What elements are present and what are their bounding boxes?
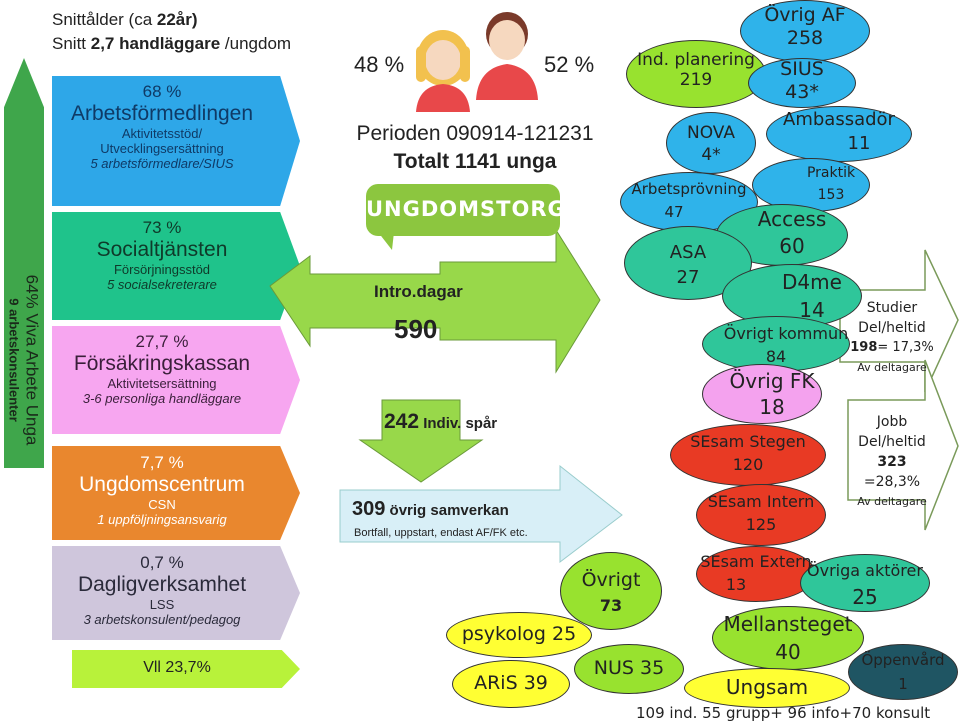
- agency-name: Arbetsförmedlingen: [70, 102, 254, 125]
- agency-desc: Försörjningsstöd: [113, 262, 211, 277]
- ungdomstorget-logo: [366, 184, 560, 236]
- agency-forsakringskassan: [52, 326, 300, 434]
- boy-icon: [476, 12, 538, 100]
- logo-speech-tail: [378, 232, 394, 250]
- vll-label: Vll 23,7%: [143, 659, 211, 676]
- indiv-text: 242 Indiv. spår: [384, 410, 498, 433]
- outcome-studier: Studier Del/heltid 198= 17,3% Av deltaga…: [850, 300, 934, 374]
- bubble-mellansteget: [712, 606, 864, 670]
- bubble-ambassador: [766, 106, 912, 162]
- bubble-nus: [574, 644, 684, 694]
- agency-desc: LSS: [149, 597, 175, 612]
- footer-text: 109 ind. 55 grupp+ 96 info+70 konsult: [636, 704, 931, 722]
- girl-icon: [416, 30, 470, 112]
- agency-name: Försäkringskassan: [73, 352, 251, 375]
- agency-desc: Aktivitetsstöd/: [121, 126, 203, 141]
- agency-desc: Aktivitetsersättning: [107, 376, 217, 391]
- bubble-ovriga-aktorer: [800, 554, 930, 612]
- period-text: Perioden 090914-121231: [356, 122, 594, 145]
- bubble-ungsam: [684, 668, 850, 708]
- agency-staff: 1 uppföljningsansvarig: [97, 512, 227, 527]
- header-line-1: Snittålder (ca 22år): [52, 10, 198, 29]
- agency-percent: 27,7 %: [135, 332, 189, 351]
- studier-arrow: [839, 249, 959, 393]
- outcome-jobb: Jobb Del/heltid 323 =28,3% Av deltagare: [857, 414, 927, 508]
- male-percent: 52 %: [544, 52, 595, 77]
- agency-desc: Utvecklingsersättning: [100, 141, 224, 156]
- bubble-psykolog: [446, 612, 592, 658]
- jobb-arrow: [847, 359, 959, 531]
- agency-ungdomscentrum: [52, 446, 300, 540]
- agency-percent: 68 %: [142, 82, 182, 101]
- agency-staff: 3-6 personliga handläggare: [82, 391, 242, 406]
- bubble-ovrigt-kommun: [702, 316, 850, 372]
- agency-socialtjansten: [52, 212, 300, 320]
- bubble-ovrigt: [560, 552, 662, 630]
- bubble-oppenvard: [848, 644, 958, 700]
- bubble-sius: [748, 58, 856, 108]
- samverkan-arrow: [339, 464, 623, 564]
- samverkan-text: 309 övrig samverkan: [352, 498, 509, 520]
- bubble-sesam-intern: [696, 484, 826, 546]
- intro-label: Intro.dagar: [374, 282, 463, 301]
- agency-arbetsformedlingen: [52, 76, 300, 206]
- agency-name: Socialtjänsten: [96, 238, 228, 261]
- bubble-sesam-extern: [696, 546, 816, 602]
- bubble-ovrig-fk: [702, 364, 822, 424]
- main-flow-arrow: [269, 228, 601, 374]
- down-flow-arrow: [358, 399, 484, 483]
- agency-desc: CSN: [148, 497, 176, 512]
- female-percent: 48 %: [354, 52, 405, 77]
- bubble-praktik: [752, 158, 870, 212]
- agency-dagligverksamhet: [52, 546, 300, 640]
- vll-box: [72, 650, 300, 688]
- agency-percent: 0,7 %: [140, 553, 184, 572]
- agency-staff: 5 socialsekreterare: [107, 277, 217, 292]
- logo-text: UNGDOMSTORGET: [366, 197, 597, 221]
- agency-staff: 5 arbetsförmedlare/SIUS: [90, 156, 234, 171]
- agency-percent: 73 %: [142, 218, 182, 237]
- total-text: Totalt 1141 unga: [393, 150, 557, 173]
- agency-staff: 3 arbetskonsulent/pedagog: [83, 612, 241, 627]
- viva-arbete-unga-arrow: [4, 58, 44, 468]
- bubble-nova: [666, 112, 756, 174]
- agency-name: Ungdomscentrum: [79, 473, 245, 496]
- samverkan-note: Bortfall, uppstart, endast AF/FK etc.: [354, 527, 528, 539]
- intro-value: 590: [394, 314, 438, 344]
- bubble-sesam-stegen: [670, 424, 826, 486]
- agency-percent: 7,7 %: [140, 453, 184, 472]
- agency-name: Dagligverksamhet: [77, 573, 247, 596]
- bubble-aris: [452, 660, 570, 708]
- header-line-2: Snitt 2,7 handläggare /ungdom: [52, 34, 292, 53]
